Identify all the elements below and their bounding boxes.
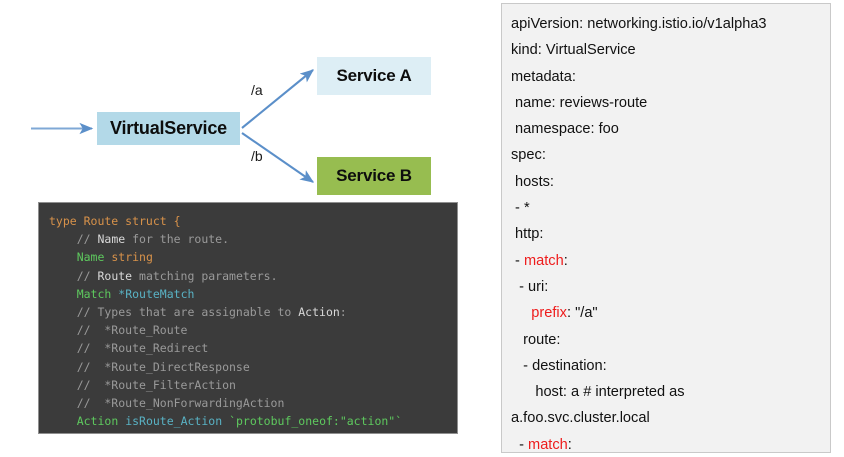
- code-line: // *Route_Route: [49, 321, 457, 339]
- yaml-line: http:: [511, 221, 822, 247]
- code-token: // *Route_FilterAction: [49, 377, 236, 392]
- code-token: // *Route_NonForwardingAction: [49, 396, 285, 411]
- code-line: // *Route_FilterAction: [49, 376, 457, 394]
- code-token: // Types that are assignable to: [49, 305, 299, 320]
- code-line: Name string: [49, 248, 457, 266]
- code-token: // *Route_Redirect: [49, 341, 209, 356]
- yaml-line: spec:: [511, 142, 822, 168]
- yaml-line: prefix: "/a": [511, 300, 822, 326]
- code-token: Action: [76, 414, 119, 429]
- code-line: // Route matching parameters.: [49, 267, 457, 285]
- arrow-route-b: [241, 132, 315, 183]
- yaml-text: - *: [511, 200, 530, 217]
- yaml-text: [511, 305, 531, 321]
- code-token: [49, 414, 77, 428]
- code-token: //: [49, 268, 98, 283]
- code-line: // Types that are assignable to Action:: [49, 303, 457, 321]
- yaml-line: a.foo.svc.cluster.local: [511, 405, 822, 431]
- yaml-line: hosts:: [511, 169, 822, 195]
- yaml-line: - *: [511, 195, 822, 221]
- code-line: // *Route_Redirect: [49, 339, 457, 357]
- arrow-route-a: [241, 69, 314, 129]
- code-line: // *Route_DirectResponse: [49, 358, 457, 376]
- edge-label-route-b: /b: [251, 148, 263, 164]
- yaml-text: -: [511, 436, 529, 453]
- yaml-key-highlighted: match: [528, 436, 568, 453]
- yaml-text: :: [567, 436, 572, 453]
- yaml-line: namespace: foo: [511, 116, 822, 142]
- yaml-text: kind: VirtualService: [511, 42, 636, 59]
- yaml-key-highlighted: match: [523, 252, 564, 269]
- yaml-line: host: a # interpreted as: [511, 379, 822, 405]
- yaml-line: kind: VirtualService: [511, 37, 822, 63]
- code-line: Match *RouteMatch: [49, 285, 457, 303]
- code-token: // *Route_DirectResponse: [49, 359, 250, 374]
- code-token: [49, 287, 77, 301]
- yaml-text: route:: [511, 331, 561, 348]
- code-token: matching parameters.: [132, 268, 278, 283]
- yaml-line: - match:: [511, 248, 822, 274]
- code-line: type Route struct {: [49, 212, 457, 230]
- yaml-text: namespace: foo: [511, 121, 619, 138]
- code-line: // Name for the route.: [49, 230, 457, 248]
- yaml-config-lines: apiVersion: networking.istio.io/v1alpha3…: [511, 11, 822, 453]
- code-token: Name: [97, 232, 126, 247]
- node-service-b: Service B: [317, 157, 431, 195]
- code-token: Name: [76, 250, 105, 265]
- code-token: `protobuf_oneof:"action"`: [229, 414, 403, 429]
- go-code-lines: type Route struct { // Name for the rout…: [49, 212, 457, 430]
- yaml-line: metadata:: [511, 64, 822, 90]
- go-code-block: type Route struct { // Name for the rout…: [38, 202, 458, 434]
- yaml-text: a.foo.svc.cluster.local: [511, 410, 650, 427]
- node-virtualservice: VirtualService: [97, 112, 240, 145]
- yaml-line: - destination:: [511, 353, 822, 379]
- yaml-line: route:: [511, 327, 822, 353]
- yaml-text: -: [511, 252, 524, 269]
- yaml-text: : "/a": [566, 305, 598, 322]
- edge-label-route-a: /a: [251, 82, 263, 98]
- yaml-text: hosts:: [511, 173, 554, 190]
- yaml-text: http:: [511, 226, 544, 243]
- diagram-arrows: [31, 69, 315, 183]
- code-token: :: [339, 305, 347, 320]
- yaml-line: name: reviews-route: [511, 90, 822, 116]
- diagram-panel: VirtualService Service A Service B /a /b: [31, 57, 431, 195]
- yaml-text: spec:: [511, 147, 546, 164]
- yaml-line: - match:: [511, 432, 822, 453]
- code-token: Route: [97, 268, 133, 283]
- code-token: type Route struct {: [49, 214, 181, 228]
- node-service-a: Service A: [317, 57, 431, 95]
- code-token: [49, 250, 77, 264]
- yaml-key-highlighted: prefix: [531, 305, 567, 322]
- code-token: string: [111, 250, 153, 265]
- code-token: isRoute_Action: [125, 414, 223, 429]
- yaml-text: - uri:: [511, 278, 549, 295]
- code-line: Action isRoute_Action `protobuf_oneof:"a…: [49, 412, 457, 430]
- yaml-line: apiVersion: networking.istio.io/v1alpha3: [511, 11, 822, 37]
- code-token: Action: [298, 305, 340, 320]
- yaml-text: apiVersion: networking.istio.io/v1alpha3: [511, 16, 767, 32]
- yaml-text: - destination:: [511, 357, 607, 374]
- yaml-text: host: a # interpreted as: [511, 384, 685, 401]
- yaml-line: - uri:: [511, 274, 822, 300]
- yaml-text: :: [563, 252, 568, 269]
- code-line: // *Route_NonForwardingAction: [49, 394, 457, 412]
- code-token: *RouteMatch: [118, 286, 195, 301]
- code-token: Match: [76, 286, 112, 301]
- yaml-text: name: reviews-route: [511, 94, 648, 111]
- code-token: for the route.: [125, 232, 230, 247]
- code-token: // *Route_Route: [49, 323, 188, 338]
- yaml-text: metadata:: [511, 68, 576, 85]
- yaml-config-panel: apiVersion: networking.istio.io/v1alpha3…: [501, 3, 831, 453]
- code-token: //: [49, 232, 98, 247]
